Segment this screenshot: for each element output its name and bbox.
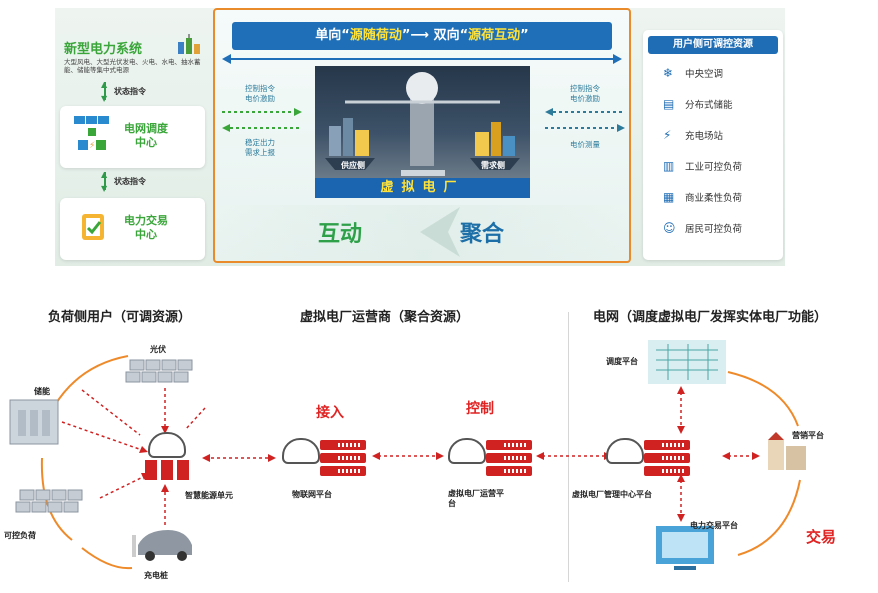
operator-platform-label: 虚拟电厂运营平 台 (448, 489, 504, 508)
controllable-load-label: 可控负荷 (4, 531, 36, 540)
power-plant-icon (178, 34, 200, 54)
energy-unit-label: 智慧能源单元 (185, 491, 233, 500)
mgmt-server-2 (644, 453, 690, 463)
left-arrow-top-text: 控制指令 电价激励 (245, 84, 275, 103)
left-dashed-arrow-left (222, 124, 302, 132)
grid-side-diagram (648, 340, 806, 570)
banner-highlight-1: 源随荷动 (349, 28, 402, 43)
aggregate-text: 聚合 (460, 221, 505, 247)
commercial-building-icon: ▦ (663, 190, 675, 204)
right-arrow-bottom-text: 电价测量 (570, 140, 600, 149)
mgmt-server-1 (644, 440, 690, 450)
scale-illustration (325, 72, 520, 176)
access-label: 接入 (316, 405, 344, 421)
marketing-platform-label: 营销平台 (792, 431, 824, 440)
mgmt-server-3 (644, 466, 690, 476)
resource-label: 居民可控负荷 (685, 224, 743, 235)
operator-server-3 (486, 466, 532, 476)
banner-part3: ” (520, 28, 529, 43)
divider-line (568, 312, 569, 582)
resources-header: 用户侧可调控资源 (648, 36, 778, 54)
left-arrow-bottom-text: 稳定出力 需求上报 (245, 138, 275, 157)
section-title-vpp-operator: 虚拟电厂运营商（聚合资源） (300, 310, 470, 325)
right-dashed-arrow-right (545, 124, 625, 132)
section-title-grid: 电网（调度虚拟电厂发挥实体电厂功能） (593, 310, 828, 325)
banner-highlight-2: 源荷互动 (468, 28, 521, 43)
operator-server-1 (486, 440, 532, 450)
resource-item: ⚡ 充电场站 (663, 128, 723, 142)
system-desc: 大型风电、大型光伏发电、火电、水电、抽水蓄能、储能等集中式电源 (64, 58, 201, 74)
left-dashed-arrow-right (222, 108, 302, 116)
resource-item: ▦ 商业柔性负荷 (663, 190, 742, 204)
demand-side-label: 需求侧 (481, 161, 505, 170)
trade-label: 交易 (806, 528, 837, 546)
mgmt-cloud-icon (606, 438, 644, 464)
residents-icon: ☺ (663, 221, 676, 235)
right-arrow-top-text: 控制指令 电价激励 (570, 84, 600, 103)
storage-label: 储能 (34, 387, 50, 396)
svg-text:⚡: ⚡ (89, 141, 95, 151)
dispatch-center-label: 电网调度 中心 (124, 122, 168, 149)
resource-label: 分布式储能 (685, 100, 733, 111)
resource-item: ▥ 工业可控负荷 (663, 159, 742, 173)
resource-item: ▤ 分布式储能 (663, 97, 733, 111)
operator-cloud-icon (448, 438, 486, 464)
status-instruction-1: 状态指令 (114, 87, 146, 96)
trading-platform-label: 电力交易平台 (690, 521, 738, 530)
status-arrow-2: ▲ ▼ 状态指令 (101, 170, 146, 193)
source-load-banner: 单向“源随荷动”⟶ 双向“源荷互动” (232, 22, 612, 50)
right-dashed-arrow-left (545, 108, 625, 116)
trade-center-card: 电力交易 中心 (60, 198, 205, 260)
dispatch-screens-icon: ⚡ (74, 116, 109, 151)
snowflake-icon: ❄ (663, 66, 674, 80)
operator-server-2 (486, 453, 532, 463)
interact-text: 互动 (318, 221, 363, 247)
vpp-title: 虚拟电厂 (315, 178, 530, 198)
status-instruction-2: 状态指令 (114, 177, 146, 186)
chevron-left-icon (420, 207, 460, 257)
iot-operator-arrow (372, 452, 444, 460)
resource-label: 工业可控负荷 (685, 162, 743, 173)
charging-station-icon: ⚡ (663, 128, 672, 142)
pv-label: 光伏 (150, 345, 166, 354)
double-arrow-icon (222, 54, 622, 64)
iot-server-3 (320, 466, 366, 476)
iot-server-1 (320, 440, 366, 450)
smart-unit-servers (145, 460, 195, 482)
resource-item: ❄ 中央空调 (663, 66, 723, 80)
banner-part1: 单向“ (315, 28, 350, 43)
resource-label: 充电场站 (685, 131, 724, 142)
iot-cloud-icon (282, 438, 320, 464)
iot-server-2 (320, 453, 366, 463)
dispatch-platform-label: 调度平台 (606, 357, 638, 366)
trade-center-label: 电力交易 中心 (124, 214, 168, 241)
resource-label: 中央空调 (685, 69, 724, 80)
dispatch-center-card: ⚡ 电网调度 中心 (60, 106, 205, 168)
balance-scale-image: 供应侧 需求侧 (315, 66, 530, 178)
new-power-system-block: 新型电力系统 大型风电、大型光伏发电、火电、水电、抽水蓄能、储能等集中式电源 (60, 30, 210, 80)
smart-unit-cloud-icon (148, 432, 186, 458)
load-side-diagram (9, 355, 276, 570)
iot-platform-label: 物联网平台 (292, 490, 332, 499)
charger-label: 充电桩 (144, 571, 168, 580)
factory-icon: ▥ (663, 159, 675, 173)
status-arrow-1: ▲ ▼ 状态指令 (101, 80, 146, 103)
resources-panel: 用户侧可调控资源 ❄ 中央空调 ▤ 分布式储能 ⚡ 充电场站 ▥ 工业可控负荷 ▦ 商业柔… (643, 30, 783, 260)
resource-item: ☺ 居民可控负荷 (663, 221, 742, 235)
trade-clipboard-icon (82, 214, 104, 240)
control-label: 控制 (466, 401, 494, 417)
resource-label: 商业柔性负荷 (685, 193, 743, 204)
supply-side-label: 供应侧 (341, 161, 365, 170)
section-title-load-users: 负荷侧用户（可调资源） (48, 310, 192, 325)
system-title: 新型电力系统 (64, 42, 143, 57)
mgmt-platform-label: 虚拟电厂管理中心平台 (572, 490, 652, 499)
banner-part2: ”⟶ 双向“ (401, 28, 469, 43)
battery-storage-icon: ▤ (663, 97, 675, 111)
